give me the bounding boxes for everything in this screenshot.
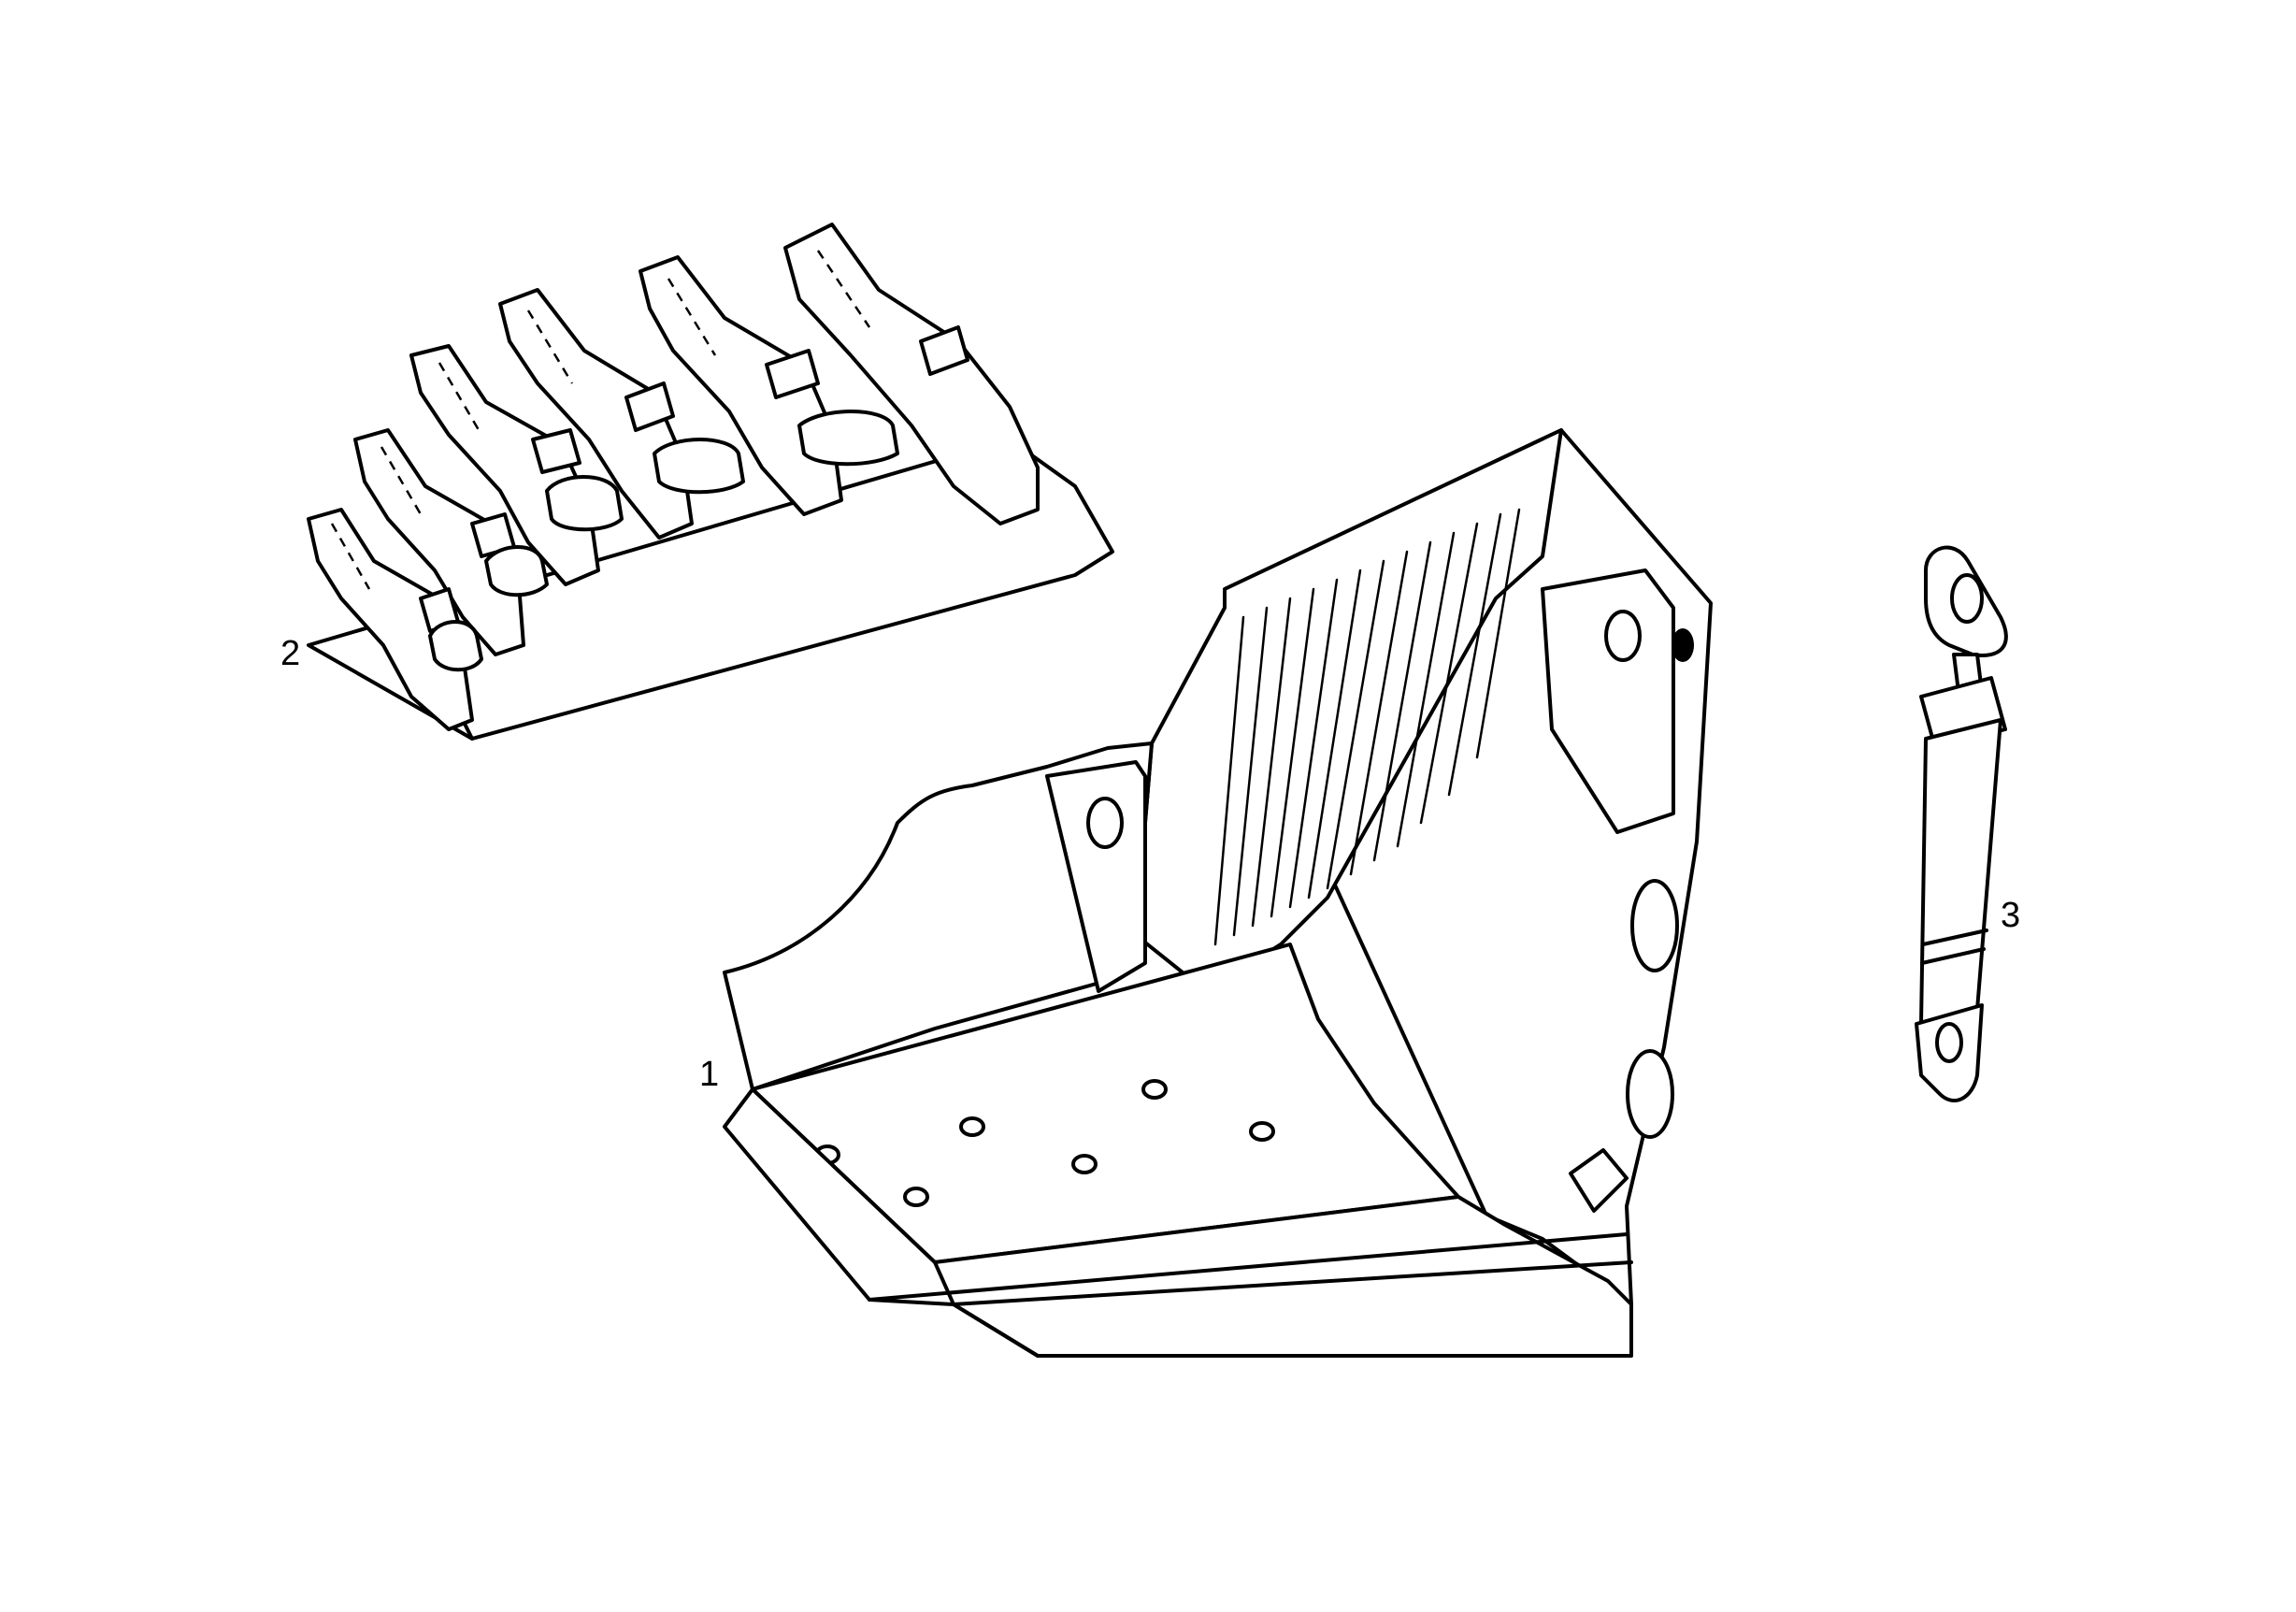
callout-bucket: 1 — [699, 1055, 720, 1094]
right-lug-pin-hole — [1604, 610, 1642, 662]
retaining-pin-4 — [653, 438, 745, 495]
retaining-pin-1 — [428, 620, 483, 672]
bottom-eye-hole — [1935, 1022, 1963, 1063]
teeth-group — [307, 223, 1040, 731]
hydraulic-cylinder-part — [1915, 545, 2008, 1103]
retaining-pin-3 — [545, 475, 624, 532]
bucket-part — [723, 428, 1713, 1358]
retaining-pin-5 — [797, 410, 899, 467]
callout-teeth: 2 — [280, 634, 301, 673]
tooth-strip-part — [307, 223, 1114, 741]
side-plate-hole-1 — [1630, 879, 1679, 972]
bucket-cutting-edge — [723, 1087, 1633, 1358]
tooth-4 — [498, 288, 694, 540]
back-wall-ribs — [1213, 508, 1521, 946]
tooth-details — [330, 250, 969, 672]
tooth-2 — [353, 428, 525, 656]
top-eye-hole — [1950, 573, 1984, 624]
side-plate-hole-2 — [1626, 1049, 1674, 1139]
tooth-5 — [639, 255, 843, 516]
left-lug-pin-hole — [1086, 797, 1124, 849]
tooth-1 — [307, 508, 474, 731]
retaining-pin-2 — [484, 545, 549, 597]
cylinder-barrel — [1919, 718, 2002, 1026]
tooth-3 — [409, 344, 600, 586]
tooth-6 — [783, 223, 1040, 525]
floor-bolt-holes — [814, 1079, 1275, 1207]
callout-cylinder: 3 — [2001, 896, 2021, 935]
side-plate-hole-3 — [1569, 1148, 1629, 1213]
bucket-left-side-plate — [723, 741, 1154, 1091]
